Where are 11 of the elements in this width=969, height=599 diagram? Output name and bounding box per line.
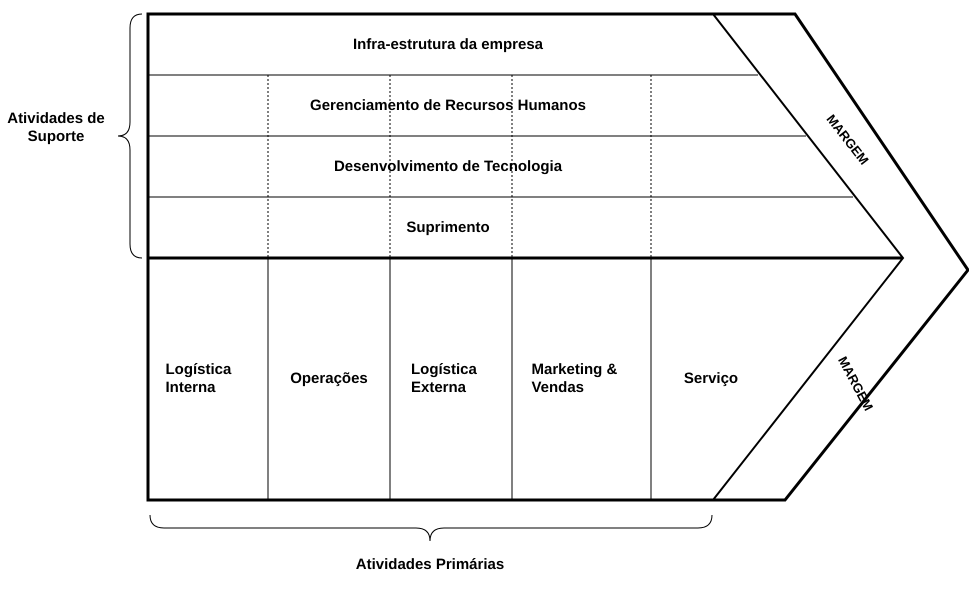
activity-label: Logística Interna xyxy=(166,361,232,397)
activity-label: Operações xyxy=(290,370,368,388)
activity-label: Logística Externa xyxy=(411,361,478,397)
activity-label: Gerenciamento de Recursos Humanos xyxy=(310,96,586,114)
activity-label: Suprimento xyxy=(406,218,490,236)
activity-label: Infra-estrutura da empresa xyxy=(352,36,544,54)
group-label: Atividades Primárias xyxy=(354,556,506,574)
activity-label: Serviço xyxy=(684,370,738,388)
activity-label: Desenvolvimento de Tecnologia xyxy=(334,158,562,176)
group-label: Atividades de Suporte xyxy=(6,110,106,146)
activity-label: Marketing & Vendas xyxy=(532,361,618,397)
